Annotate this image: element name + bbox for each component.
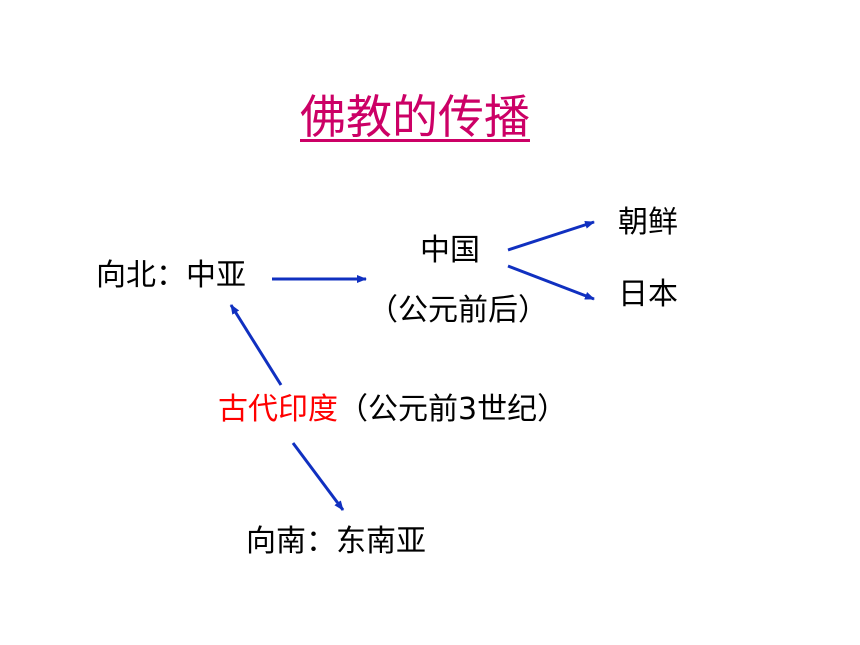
node-ancient-india: 古代印度（公元前3世纪）	[218, 392, 567, 428]
node-korea: 朝鲜	[618, 205, 678, 240]
node-south-southeast-asia: 向南：东南亚	[246, 524, 426, 559]
origin-name: 古代印度	[218, 392, 338, 427]
node-china-time: （公元前后）	[368, 293, 548, 328]
arrow-china-to-korea	[507, 220, 595, 252]
arrow-india-to-north	[229, 304, 283, 386]
origin-time: （公元前3世纪）	[338, 392, 568, 427]
arrow-india-to-south	[291, 442, 345, 511]
arrow-china-to-japan	[507, 264, 595, 301]
node-china: 中国	[420, 233, 480, 268]
slide-title: 佛教的传播	[300, 90, 530, 144]
node-north-central-asia: 向北：中亚	[96, 258, 246, 293]
node-japan: 日本	[618, 277, 678, 312]
